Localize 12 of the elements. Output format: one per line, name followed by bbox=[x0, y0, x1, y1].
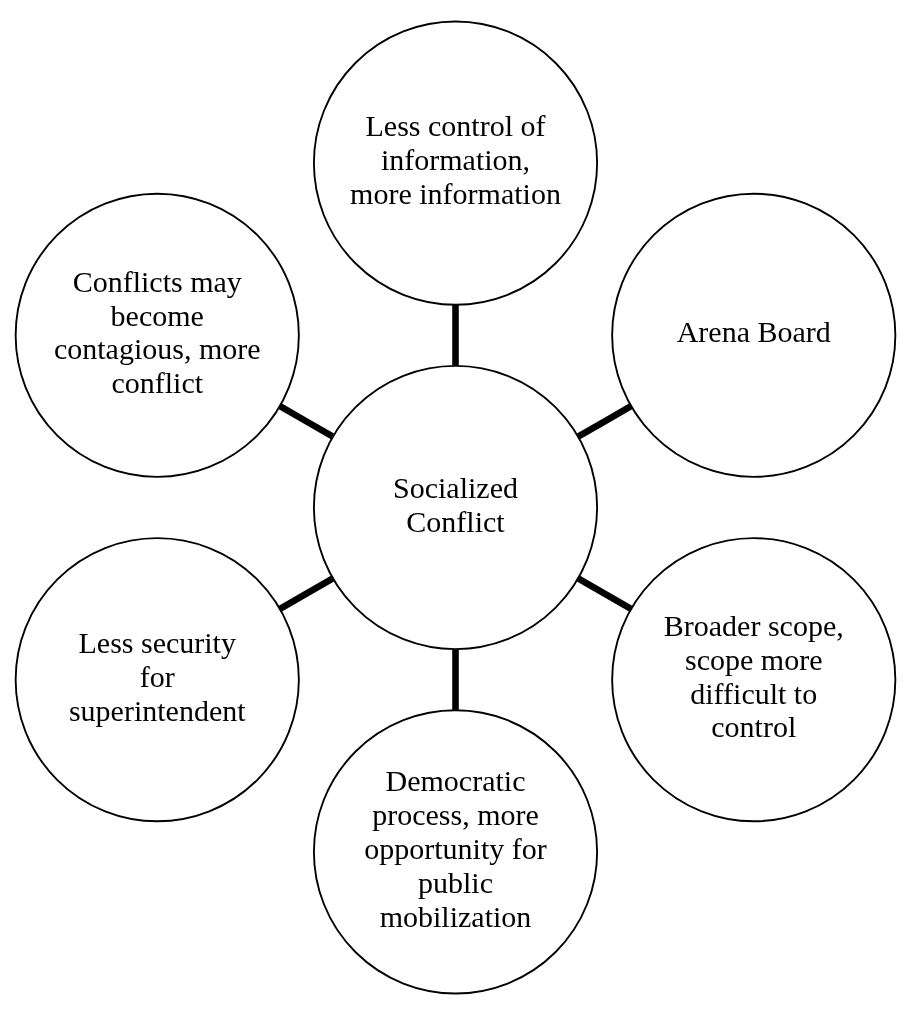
node-circle: Conflicts may become contagious, more conflict bbox=[14, 192, 300, 478]
node-circle: Broader scope, scope more difficult to control bbox=[611, 536, 897, 822]
connector bbox=[278, 575, 335, 612]
node-circle: Arena Board bbox=[611, 192, 897, 478]
connector bbox=[452, 304, 459, 365]
connector bbox=[278, 402, 335, 439]
node-circle: Socialized Conflict bbox=[312, 364, 599, 650]
node-circle: Democratic process, more opportunity for public mobilization bbox=[312, 708, 599, 994]
connector bbox=[576, 575, 633, 612]
connector bbox=[576, 402, 633, 439]
node-circle: Less control of information, more information bbox=[312, 20, 599, 306]
node-circle: Less security for superintendent bbox=[14, 536, 300, 822]
